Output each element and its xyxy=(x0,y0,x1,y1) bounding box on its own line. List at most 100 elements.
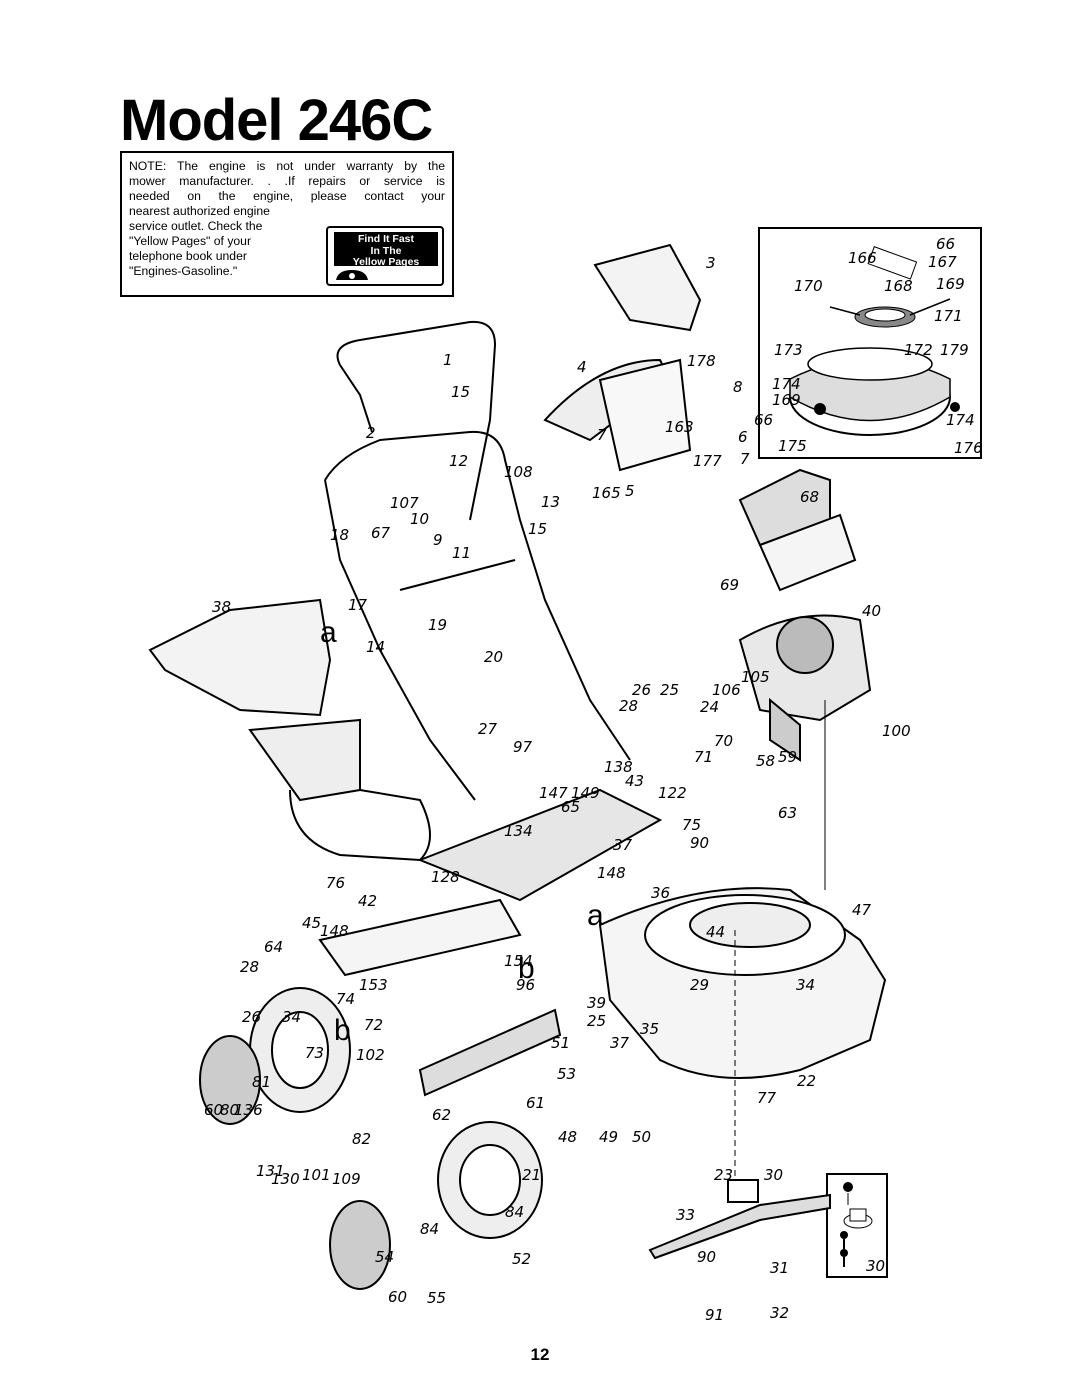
callout: 32 xyxy=(770,1304,789,1322)
callout: 15 xyxy=(528,520,547,538)
callout: 101 xyxy=(302,1166,331,1184)
note-line: mower manufacturer. . .If repairs or ser… xyxy=(129,174,445,188)
callout: 67 xyxy=(371,524,391,542)
callout: 49 xyxy=(599,1128,618,1146)
callout-letter-a2: a xyxy=(587,899,604,932)
callout: 60 xyxy=(388,1288,407,1306)
callout: 69 xyxy=(720,576,739,594)
callout: 148 xyxy=(320,922,349,940)
callout: 178 xyxy=(687,352,716,370)
callout: 71 xyxy=(694,748,713,766)
callout: 47 xyxy=(852,901,872,919)
callout: 106 xyxy=(712,681,741,699)
badge-line: In The xyxy=(370,244,402,257)
callout: 18 xyxy=(330,526,349,544)
callout: 54 xyxy=(375,1248,394,1266)
note-line: service outlet. Check the xyxy=(129,219,263,233)
callout: 100 xyxy=(882,722,911,740)
callout: 3 xyxy=(706,254,716,272)
callout: 64 xyxy=(264,938,283,956)
callout: 65 xyxy=(561,798,580,816)
callout: 149 xyxy=(571,784,600,802)
callout: 96 xyxy=(516,976,535,994)
callout: 62 xyxy=(432,1106,451,1124)
callout: 163 xyxy=(665,418,694,436)
callout: 84 xyxy=(505,1203,524,1221)
callout: 2 xyxy=(366,424,376,442)
callout: 68 xyxy=(800,488,819,506)
callout: 105 xyxy=(741,668,770,686)
callout: 44 xyxy=(706,923,725,941)
callout: 24 xyxy=(700,698,719,716)
engine-warranty-note: NOTE: The engine is not under warranty b… xyxy=(120,151,454,297)
page-number: 12 xyxy=(530,1345,550,1364)
callout: 4 xyxy=(577,358,587,376)
callout-179: 179 xyxy=(940,341,969,359)
callout: 29 xyxy=(690,976,709,994)
callout: 73 xyxy=(305,1044,324,1062)
callout: 77 xyxy=(757,1089,777,1107)
callout: 33 xyxy=(676,1206,695,1224)
callout: 17 xyxy=(348,596,368,614)
callout: 153 xyxy=(359,976,388,994)
callout: 26 xyxy=(242,1008,261,1026)
callout: 37 xyxy=(610,1034,630,1052)
callout-171: 171 xyxy=(934,307,963,325)
callout: 15 xyxy=(451,383,470,401)
callout: 21 xyxy=(522,1166,541,1184)
callout: 53 xyxy=(557,1065,576,1083)
callout: 74 xyxy=(336,990,355,1008)
callout: 31 xyxy=(770,1259,789,1277)
callout: 61 xyxy=(526,1094,545,1112)
callout: 70 xyxy=(714,732,733,750)
callout: 34 xyxy=(282,1008,301,1026)
callout: 136 xyxy=(234,1101,263,1119)
callout-170: 170 xyxy=(794,277,823,295)
callout: 82 xyxy=(352,1130,371,1148)
callout: 39 xyxy=(587,994,606,1012)
callout: 42 xyxy=(358,892,377,910)
callout-174: 174 xyxy=(772,375,801,393)
callout: 128 xyxy=(431,868,460,886)
callout: 58 xyxy=(756,752,775,770)
callout: 13 xyxy=(541,493,560,511)
callout: 63 xyxy=(778,804,797,822)
callout: 6 xyxy=(738,428,748,446)
callout-30-inset: 30 xyxy=(866,1257,885,1275)
exploded-parts-diagram: a a b b 1 2 3 4 5 7 7 8 6 9 10 11 12 13 … xyxy=(148,243,911,1324)
callout: 45 xyxy=(302,914,321,932)
callout-169: 169 xyxy=(936,275,965,293)
callout: 76 xyxy=(326,874,345,892)
callout-letter-b: b xyxy=(518,952,535,985)
callout: 37 xyxy=(613,836,633,854)
callout: 50 xyxy=(632,1128,651,1146)
callout: 1 xyxy=(443,351,453,369)
starter-detail-inset: 66 166 167 168 169 170 171 172 173 174 1… xyxy=(758,227,983,459)
callout: 48 xyxy=(558,1128,577,1146)
callout: 102 xyxy=(356,1046,385,1064)
callout: 23 xyxy=(714,1166,733,1184)
callout: 147 xyxy=(539,784,568,802)
callout: 107 xyxy=(390,494,419,512)
starter-detail-illustration: 66 166 167 168 169 170 171 172 173 174 1… xyxy=(772,235,983,457)
callout: 134 xyxy=(504,822,533,840)
note-line: "Yellow Pages" of your xyxy=(129,234,252,248)
callout: 26 xyxy=(632,681,651,699)
callout: 20 xyxy=(484,648,503,666)
callout: 177 xyxy=(693,452,722,470)
blade-adapter-illustration: 30 xyxy=(840,1182,885,1275)
callout-174b: 174 xyxy=(946,411,975,429)
callout: 10 xyxy=(410,510,429,528)
callout: 51 xyxy=(551,1034,570,1052)
callout: 8 xyxy=(733,378,743,396)
callout: 14 xyxy=(366,638,385,656)
callout-176: 176 xyxy=(954,439,980,457)
note-line: NOTE: The engine is not under warranty b… xyxy=(129,159,445,173)
callout: 12 xyxy=(449,452,468,470)
callout: 59 xyxy=(778,748,797,766)
callout: 25 xyxy=(660,681,679,699)
callout: 43 xyxy=(625,772,644,790)
callout: 22 xyxy=(797,1072,816,1090)
badge-line: Find It Fast xyxy=(358,233,414,245)
page-title: Model 246C xyxy=(120,88,433,153)
